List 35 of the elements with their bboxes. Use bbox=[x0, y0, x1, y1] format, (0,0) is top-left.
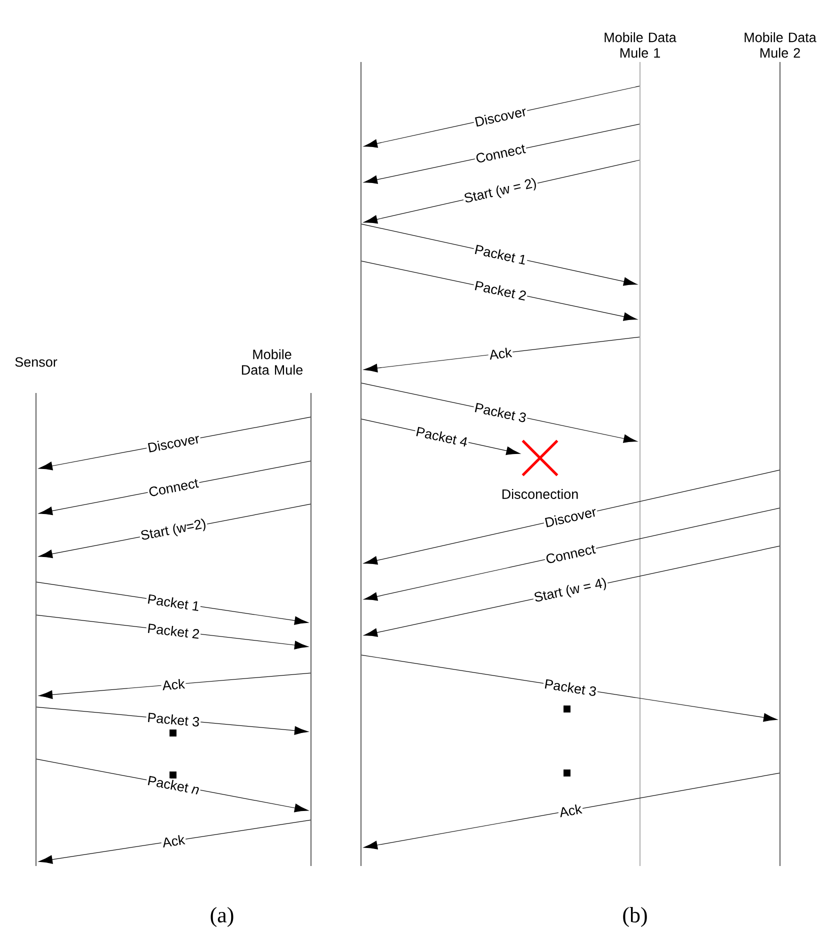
message-arrow bbox=[364, 508, 780, 601]
edge-label: Packet 2 bbox=[472, 279, 528, 302]
edge-label: Packet 3 bbox=[542, 677, 598, 698]
edge-label: Ack bbox=[488, 346, 514, 361]
edge-label: Discover bbox=[472, 104, 528, 128]
message-arrow bbox=[38, 820, 311, 864]
panel-label: (b) bbox=[623, 907, 647, 927]
message-arrow bbox=[364, 336, 640, 372]
edge-label: Discover bbox=[146, 432, 202, 454]
edge-label: Start (w = 4) bbox=[532, 576, 610, 606]
message-arrow bbox=[361, 654, 778, 722]
edge-label: Packet n bbox=[146, 774, 202, 796]
message-arrow bbox=[364, 470, 780, 565]
edge-label: Packet 1 bbox=[146, 592, 202, 612]
edge-label: Packet 3 bbox=[472, 401, 528, 424]
edge-label: Connect bbox=[474, 142, 528, 165]
message-arrow bbox=[38, 672, 311, 699]
edge-label: Start (w = 2) bbox=[462, 176, 540, 207]
cross-mark bbox=[521, 439, 559, 477]
edge-label: Connect bbox=[146, 476, 200, 498]
edge-label: Packet 3 bbox=[146, 711, 202, 728]
edge-label: Packet 1 bbox=[472, 242, 528, 266]
edge-label: Ack bbox=[160, 678, 186, 692]
lifeline bbox=[310, 392, 312, 866]
edge-label: Ack bbox=[557, 802, 584, 819]
lifeline bbox=[360, 62, 362, 866]
edge-label: Connect bbox=[544, 542, 598, 566]
message-arrow bbox=[364, 772, 780, 850]
edge-label: Start (w=2) bbox=[138, 516, 208, 544]
edge-label: Discover bbox=[542, 505, 598, 529]
edge-label: Packet 4 bbox=[414, 424, 470, 448]
status-label: Disconection bbox=[502, 489, 578, 499]
panel-label: (a) bbox=[210, 907, 234, 927]
edge-label: Packet 2 bbox=[146, 622, 202, 640]
edge-label: Ack bbox=[160, 833, 186, 849]
